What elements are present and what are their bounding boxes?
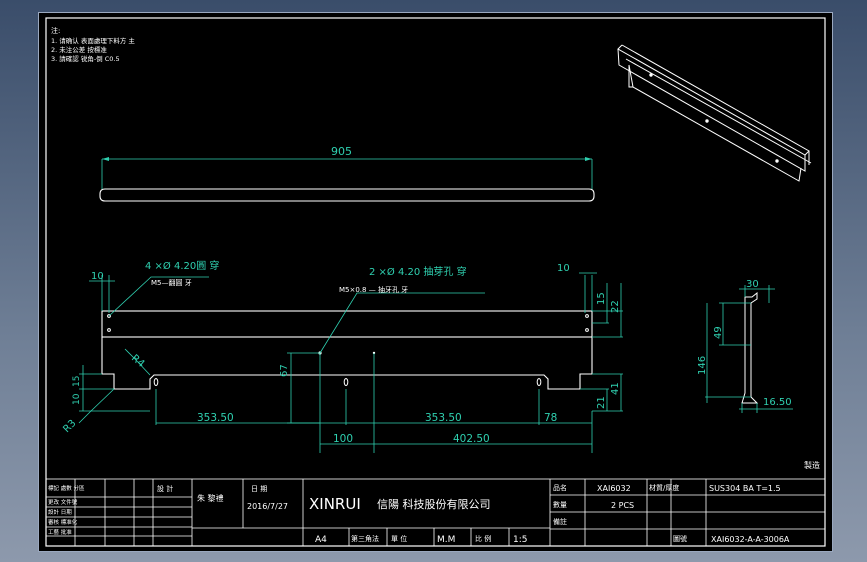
rev-row-5: 工藝 批准 bbox=[48, 528, 72, 536]
part-number: XAI6032 bbox=[597, 484, 631, 493]
dim-left-15: 15 bbox=[72, 376, 82, 387]
name-label: 品名 bbox=[553, 483, 567, 492]
drawing-number: XAI6032-A-A-3006A bbox=[711, 535, 790, 544]
note-line-3: 3. 請確認 锐角-倒 C0.5 bbox=[51, 54, 120, 63]
hole-note-2: 2 ×Ø 4.20 抽芽孔 穿 bbox=[369, 265, 467, 278]
dim-100: 100 bbox=[333, 433, 353, 445]
dim-402: 402.50 bbox=[453, 433, 490, 445]
dim-overall-length: 905 bbox=[331, 145, 352, 158]
note-line-2: 2. 未注公差 按標准 bbox=[51, 45, 107, 54]
dim-side-16: 16.50 bbox=[763, 397, 792, 408]
dim-r3: R3 bbox=[61, 418, 78, 435]
dim-353-right: 353.50 bbox=[425, 412, 462, 424]
scale-label: 比 例 bbox=[475, 534, 491, 543]
top-view: 905 bbox=[99, 145, 595, 202]
dim-78: 78 bbox=[544, 412, 557, 424]
dim-353-left: 353.50 bbox=[197, 412, 234, 424]
material-label: 材質/厚度 bbox=[649, 483, 679, 492]
dim-left-10b: 10 bbox=[72, 393, 82, 405]
title-block: 標記 處數 分區 更改 文件號 設計 日期 審核 標准化 工藝 批准 設 計 朱… bbox=[45, 478, 826, 547]
dim-left-10: 10 bbox=[91, 271, 104, 282]
dim-side-30: 30 bbox=[746, 279, 759, 290]
hole-note-2b: M5×0.8 — 抽牙孔 牙 bbox=[339, 285, 408, 294]
remark-label: 備註 bbox=[553, 517, 567, 526]
designer-label: 設 計 bbox=[157, 484, 173, 493]
hole-note-1b: M5—翻圓 牙 bbox=[151, 278, 192, 287]
dim-side-146: 146 bbox=[697, 356, 708, 375]
isometric-view bbox=[617, 44, 812, 182]
dim-right-22: 22 bbox=[610, 300, 621, 313]
front-view: 10 10 4 ×Ø 4.20圓 穿 M5—翻圓 牙 2 ×Ø 4.20 抽芽孔… bbox=[61, 259, 623, 453]
qty-value: 2 PCS bbox=[611, 501, 634, 510]
dim-right-21: 21 bbox=[596, 396, 607, 409]
paper-size: A4 bbox=[315, 535, 327, 545]
drawing-no-label: 圖號 bbox=[673, 534, 687, 543]
company-latin: XINRUI bbox=[309, 495, 361, 513]
designer-name: 朱 黎禮 bbox=[197, 493, 224, 503]
side-view: 30 49 146 16.50 bbox=[697, 279, 793, 413]
qty-label: 數量 bbox=[553, 500, 567, 509]
scale-value: 1:5 bbox=[513, 535, 527, 545]
manufacture-label: 製造 bbox=[804, 460, 820, 470]
dim-right-41: 41 bbox=[610, 382, 621, 395]
notes-heading: 注: bbox=[51, 26, 60, 35]
rev-row-3: 設計 日期 bbox=[48, 508, 72, 516]
material-value: SUS304 BA T=1.5 bbox=[709, 484, 781, 493]
date-value: 2016/7/27 bbox=[247, 502, 288, 511]
dim-right-10: 10 bbox=[557, 263, 570, 274]
company-name: 信陽 科技股份有限公司 bbox=[377, 497, 491, 511]
hole-note-1: 4 ×Ø 4.20圓 穿 bbox=[145, 259, 219, 272]
dim-side-49: 49 bbox=[713, 326, 724, 339]
date-label: 日 期 bbox=[251, 485, 267, 493]
projection: 第三角法 bbox=[351, 534, 379, 543]
drawing-sheet: 注: 1. 请确认 表面處理下料方 主 2. 未注公差 按標准 3. 請確認 锐… bbox=[38, 12, 833, 552]
rev-row-2: 更改 文件號 bbox=[48, 498, 78, 506]
unit-value: M.M bbox=[437, 535, 455, 545]
rev-row-1: 標記 處數 分區 bbox=[48, 484, 85, 492]
rev-row-4: 審核 標准化 bbox=[48, 518, 78, 526]
cad-drawing: 注: 1. 请确认 表面處理下料方 主 2. 未注公差 按標准 3. 請確認 锐… bbox=[45, 17, 826, 547]
note-line-1: 1. 请确认 表面處理下料方 主 bbox=[51, 36, 135, 45]
dim-right-15: 15 bbox=[596, 292, 607, 305]
unit-label: 單 位 bbox=[391, 534, 407, 543]
dim-67: 67 bbox=[279, 364, 290, 377]
